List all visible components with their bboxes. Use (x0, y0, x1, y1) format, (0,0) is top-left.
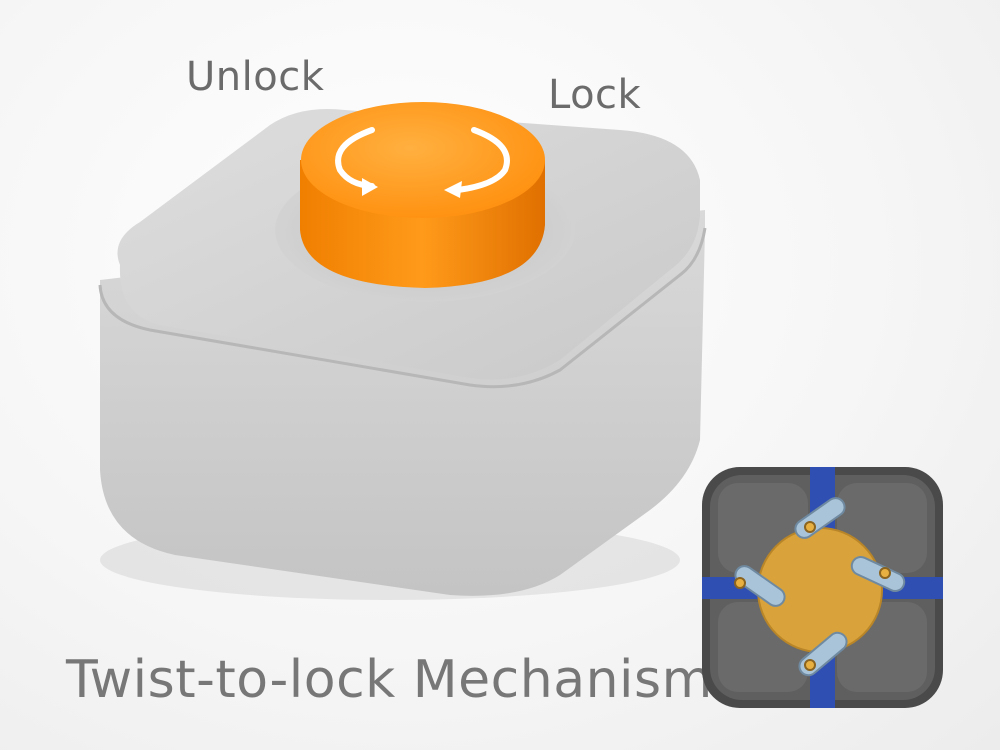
rotate-arrows-icon (335, 127, 510, 193)
unlock-label: Unlock (186, 54, 325, 100)
inset-link-arm (850, 555, 906, 593)
mechanism-title: Twist-to-lock Mechanism (66, 650, 713, 710)
inset-pin (804, 659, 816, 671)
lid-seam (98, 227, 707, 389)
inset-link-arm (734, 565, 786, 607)
inset-pin (804, 521, 816, 533)
mechanism-inset-diagram (702, 467, 943, 708)
inset-pin (734, 577, 746, 589)
inset-pin (879, 567, 891, 579)
arrow-head-right-icon (444, 181, 462, 198)
lock-label: Lock (548, 72, 642, 118)
arrow-head-left-icon (362, 178, 378, 196)
